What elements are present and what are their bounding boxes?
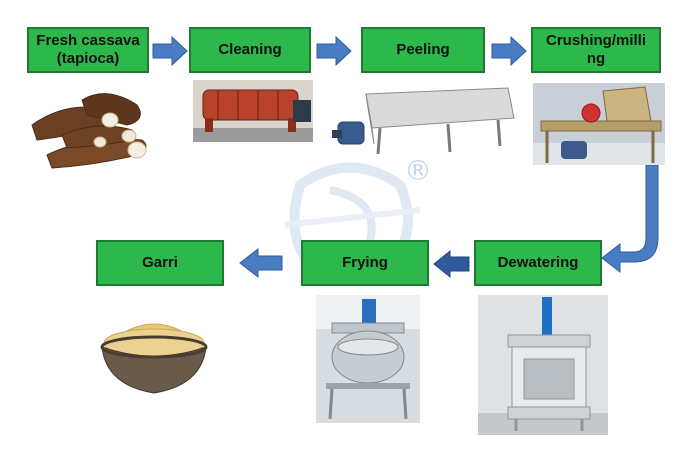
arrow-curve-down	[601, 164, 659, 274]
step-peeling: Peeling	[361, 27, 485, 73]
step-frying: Frying	[301, 240, 429, 286]
arrow-right-3	[491, 35, 527, 67]
arrow-left-2	[239, 247, 283, 279]
step-garri: Garri	[96, 240, 224, 286]
frying-pan-machine-image	[316, 295, 420, 423]
washing-machine-image	[193, 80, 313, 142]
arrow-left-1	[433, 249, 470, 279]
cassava-roots-image	[27, 80, 167, 175]
garri-bowl-image	[92, 305, 217, 400]
hydraulic-press-image	[478, 295, 608, 435]
arrow-right-1	[152, 35, 188, 67]
step-crushing-milling: Crushing/milli ng	[531, 27, 661, 73]
step-dewatering: Dewatering	[474, 240, 602, 286]
peeling-machine-image	[328, 82, 520, 158]
step-cleaning: Cleaning	[189, 27, 311, 73]
registered-mark: ®	[404, 154, 432, 187]
crusher-machine-image	[533, 83, 665, 165]
arrow-right-2	[316, 35, 352, 67]
step-fresh-cassava: Fresh cassava (tapioca)	[27, 27, 149, 73]
